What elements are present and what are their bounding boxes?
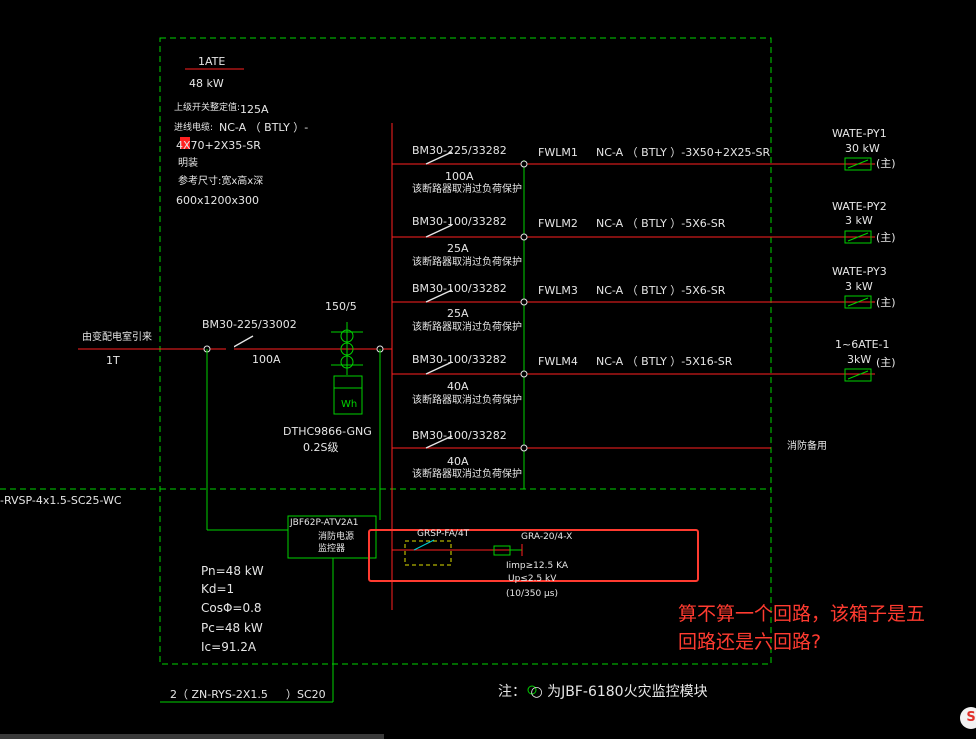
c4-load: 1~6ATE-1 [835,338,890,351]
highlight-box [368,529,699,582]
c4-note: 该断路器取消过负荷保护 [412,395,522,406]
energy-meter [333,375,363,415]
c4-id: FWLM4 [538,355,578,368]
c4-cable: NC-A （ BTLY ）-5X16-SR [596,355,733,368]
bottom-cable-right: ）SC20 [286,688,326,701]
c5-note: 该断路器取消过负荷保护 [412,469,522,480]
c5-load: 消防备用 [787,441,827,452]
feeder-2 [392,224,875,244]
monitor-model: JBF62P-ATV2A1 [290,518,359,528]
meter-label: Wh [341,399,358,410]
upstream-setting-value: 125A [240,103,269,116]
incoming-source: 由变配电室引来 [82,332,152,343]
spd-breaker: GRSP-FA/4T [417,529,470,539]
c2-load: WATE-PY2 [832,200,887,213]
c3-breaker: BM30-100/33282 [412,282,507,295]
c3-load: WATE-PY3 [832,265,887,278]
c4-tag: (主) [876,356,896,369]
note-circle-icon [527,685,537,695]
spd-model: GRA-20/4-X [521,532,573,542]
param-ic: Ic=91.2A [201,640,257,654]
c4-rating: 40A [447,380,469,393]
ct-coil-1 [340,329,354,343]
bottom-cable-left: 2（ ZN-RYS-2X1.5 [170,688,268,701]
size-label: 参考尺寸:宽x高x深 [178,176,264,187]
param-pn: Pn=48 kW [201,564,264,578]
monitor-line1: 消防电源 [318,532,355,542]
main-breaker-rating: 100A [252,353,281,366]
watermark-icon: S [960,707,976,729]
spd-up: Up≤2.5 kV [508,574,557,584]
ct-ratio: 150/5 [325,300,357,313]
c1-load: WATE-PY1 [832,127,887,140]
c5-breaker: BM30-100/33282 [412,429,507,442]
c3-kw: 3 kW [845,280,873,293]
c3-tag: (主) [876,296,896,309]
c2-cable: NC-A （ BTLY ）-5X6-SR [596,217,726,230]
c3-rating: 25A [447,307,469,320]
c2-kw: 3 kW [845,214,873,227]
c2-id: FWLM2 [538,217,578,230]
panel-title: 1ATE [198,55,226,68]
c1-note: 该断路器取消过负荷保护 [412,184,522,195]
c1-id: FWLM1 [538,146,578,159]
spd-breaker-box [404,540,452,566]
cable-label: 进线电缆: [174,123,214,133]
main-breaker-model: BM30-225/33002 [202,318,297,331]
upstream-setting-label: 上级开关整定值: [174,103,241,113]
question-line1: 算不算一个回路，该箱子是五 [678,603,926,625]
spd-iimp: Iimp≥12.5 KA [506,561,568,571]
ct-coil-3 [340,355,354,369]
meter-model: DTHC9866-GNG [283,425,372,438]
param-kd: Kd=1 [201,582,235,596]
question-line2: 回路还是六回路? [678,631,822,653]
panel-power: 48 kW [189,77,224,90]
c4-breaker: BM30-100/33282 [412,353,507,366]
c2-tag: (主) [876,231,896,244]
incoming-id: 1T [106,354,120,367]
c3-note: 该断路器取消过负荷保护 [412,322,522,333]
ct-coil-2 [340,342,354,356]
c1-tag: (主) [876,157,896,170]
monitor-line2: 监控器 [318,544,346,554]
c3-cable: NC-A （ BTLY ）-5X6-SR [596,284,726,297]
footnote: 注： ○ 为JBF-6180火灾监控模块 [498,684,708,700]
c3-id: FWLM3 [538,284,578,297]
feeder-5 [392,435,771,452]
c2-note: 该断路器取消过负荷保护 [412,257,522,268]
meter-class: 0.2S级 [303,441,339,454]
c1-rating: 100A [445,170,474,183]
param-pc: Pc=48 kW [201,621,263,635]
c1-kw: 30 kW [845,142,880,155]
c1-cable: NC-A （ BTLY ）-3X50+2X25-SR [596,146,771,159]
panel-boundary [159,37,772,665]
red-marker [180,137,190,149]
feeder-3 [392,289,875,309]
cable-line1: NC-A （ BTLY ）- [219,121,309,134]
mount-type: 明装 [178,158,198,169]
c2-breaker: BM30-100/33282 [412,215,507,228]
c1-breaker: BM30-225/33282 [412,144,507,157]
monitor-cable: -RVSP-4x1.5-SC25-WC [0,494,122,507]
size-value: 600x1200x300 [176,194,260,207]
feeder-1 [392,151,875,171]
feeder-4 [392,361,875,382]
c2-rating: 25A [447,242,469,255]
fire-power-monitor [287,515,377,559]
spd-wave: (10/350 μs) [506,589,558,599]
cable-line2: 4X70+2X35-SR [176,139,261,152]
param-cos: CosΦ=0.8 [201,601,262,615]
c4-kw: 3kW [847,353,872,366]
c5-rating: 40A [447,455,469,468]
